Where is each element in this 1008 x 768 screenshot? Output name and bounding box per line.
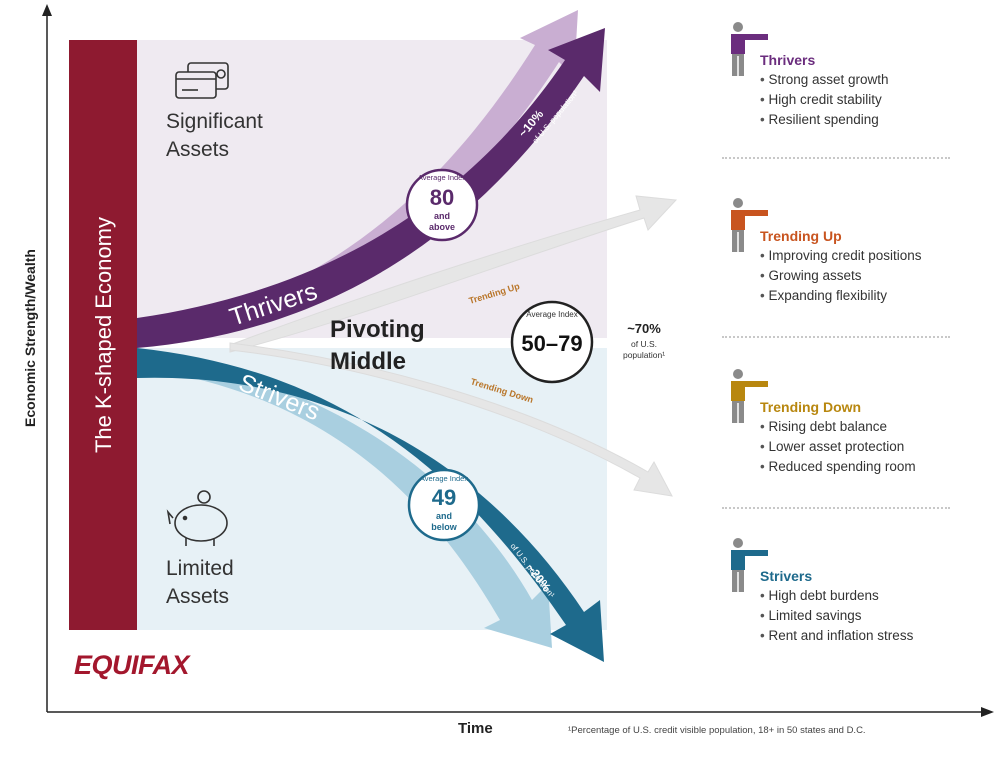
strivers-light-arrow [140, 356, 552, 648]
thrivers-index-caption: Average Index [418, 173, 466, 182]
x-axis-label: Time [458, 720, 493, 737]
list-item: Limited savings [760, 606, 913, 626]
legend-strivers-title: Strivers [760, 568, 813, 584]
footnote: ¹Percentage of U.S. credit visible popul… [568, 725, 866, 736]
legend-trending-up-title: Trending Up [760, 228, 842, 244]
legend-thrivers-title: Thrivers [760, 52, 816, 68]
middle-share: ~70% [627, 321, 661, 336]
middle-share-sub: of U.S.population¹ [623, 339, 665, 360]
list-item: Expanding flexibility [760, 286, 922, 306]
middle-index-value: 50–79 [521, 331, 582, 356]
legend-thrivers-list: Strong asset growth High credit stabilit… [760, 70, 889, 130]
list-item: Growing assets [760, 266, 922, 286]
thrivers-light-arrow [140, 10, 578, 342]
thrivers-arrow [137, 28, 605, 348]
piggy-bank-icon [166, 490, 228, 546]
legend-strivers-list: High debt burdens Limited savings Rent a… [760, 586, 913, 646]
thrivers-index-value: 80 [430, 185, 454, 210]
strivers-arrow [137, 348, 604, 662]
legend-divider [722, 507, 950, 509]
legend-trending-down-list: Rising debt balance Lower asset protecti… [760, 417, 916, 477]
bottom-zone-background [137, 345, 607, 630]
white-divider [137, 338, 607, 348]
list-item: Lower asset protection [760, 437, 916, 457]
pointing-person-icon [731, 22, 768, 76]
legend-divider [722, 336, 950, 338]
list-item: Resilient spending [760, 110, 889, 130]
list-item: Rising debt balance [760, 417, 916, 437]
strivers-index-caption: Average Index [420, 474, 468, 483]
list-item: High credit stability [760, 90, 889, 110]
trending-down-arrow [229, 342, 673, 497]
y-axis-arrowhead [42, 4, 52, 16]
legend-trending-down-title: Trending Down [760, 399, 862, 415]
legend-divider [722, 157, 950, 159]
k-banner [69, 40, 137, 630]
legend-trending-up-list: Improving credit positions Growing asset… [760, 246, 922, 306]
middle-index-caption: Average Index [526, 310, 577, 319]
credit-cards-icon [175, 62, 229, 99]
pointing-person-icon [731, 538, 768, 592]
pointing-person-icon [731, 369, 768, 423]
list-item: High debt burdens [760, 586, 913, 606]
strivers-index-value: 49 [432, 485, 456, 510]
k-banner-label: The K-shaped Economy [91, 217, 116, 453]
list-item: Reduced spending room [760, 457, 915, 477]
x-axis-arrowhead [981, 707, 994, 717]
pointing-person-icon [731, 198, 768, 252]
middle-index-badge: Average Index 50–79 [510, 300, 594, 384]
equifax-logo: EQUIFAX [74, 650, 190, 680]
list-item: Strong asset growth [760, 70, 888, 90]
list-item: Rent and inflation stress [760, 626, 913, 646]
list-item: Improving credit positions [760, 246, 921, 266]
trending-up-arrow [229, 195, 678, 353]
